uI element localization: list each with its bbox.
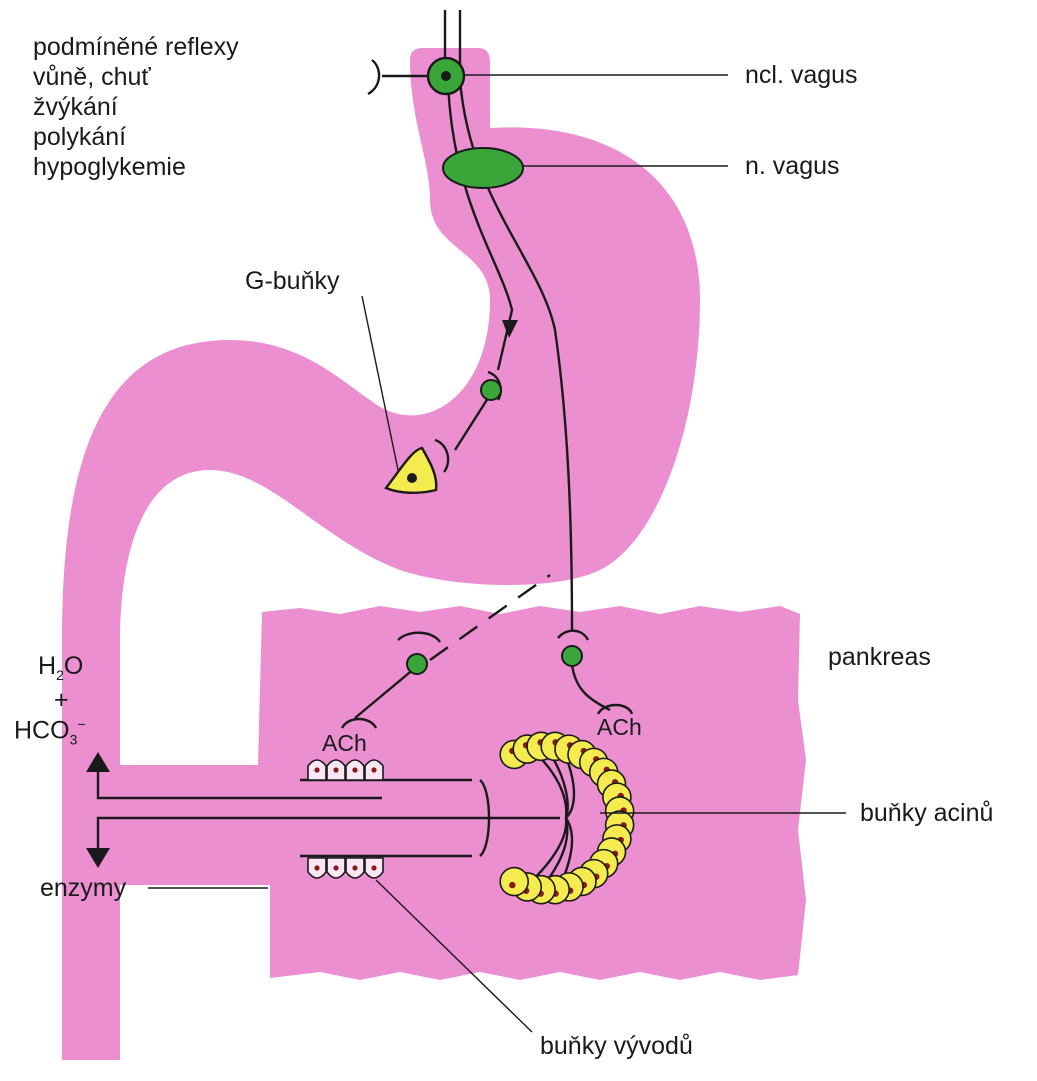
secretion-label: H2O + HCO3−: [14, 653, 86, 753]
duct-cell-nucleus: [371, 767, 376, 772]
pancreas-ganglion-cell-2: [562, 646, 582, 666]
duct-cell-nucleus: [352, 865, 357, 870]
pancreas-shape: [120, 606, 806, 980]
ncl-vagus-label: ncl. vagus: [745, 60, 858, 90]
duct-cell-nucleus: [314, 865, 319, 870]
stimulus-line-3: žvýkání: [33, 92, 239, 122]
acinar-cell-nucleus: [509, 882, 515, 888]
n-vagus-ganglion: [443, 148, 523, 188]
duct-cell-nucleus: [352, 767, 357, 772]
duct-cell-nucleus: [333, 767, 338, 772]
plus-sign: +: [14, 689, 86, 711]
stimulus-line-5: hypoglykemie: [33, 152, 239, 182]
synapse-arc: [368, 60, 379, 94]
g-cells-label: G-buňky: [245, 266, 339, 296]
stimulus-line-2: vůně, chuť: [33, 62, 239, 92]
n-vagus-label: n. vagus: [745, 151, 840, 181]
pancreas-ganglion-cell-1: [407, 654, 427, 674]
duct-cell-nucleus: [314, 767, 319, 772]
duct-cell-nucleus: [371, 865, 376, 870]
acinar-cells-label: buňky acinů: [860, 798, 993, 828]
duct-cells-label: buňky vývodů: [540, 1031, 693, 1061]
stomach-ganglion-cell: [481, 380, 501, 400]
water-formula: H2O: [14, 653, 86, 689]
ach-label-right: ACh: [597, 712, 642, 742]
duct-cell-nucleus: [333, 865, 338, 870]
pancreas-label: pankreas: [828, 642, 931, 672]
bicarbonate-formula: HCO3−: [14, 711, 86, 753]
enzymes-label: enzymy: [40, 873, 126, 903]
stimulus-line-4: polykání: [33, 122, 239, 152]
ach-label-left: ACh: [322, 728, 367, 758]
ncl-vagus-node: [428, 58, 464, 94]
acinar-cell: [500, 868, 528, 896]
stimuli-list: podmíněné reflexy vůně, chuť žvýkání pol…: [33, 32, 239, 182]
stimulus-line-1: podmíněné reflexy: [33, 32, 239, 62]
